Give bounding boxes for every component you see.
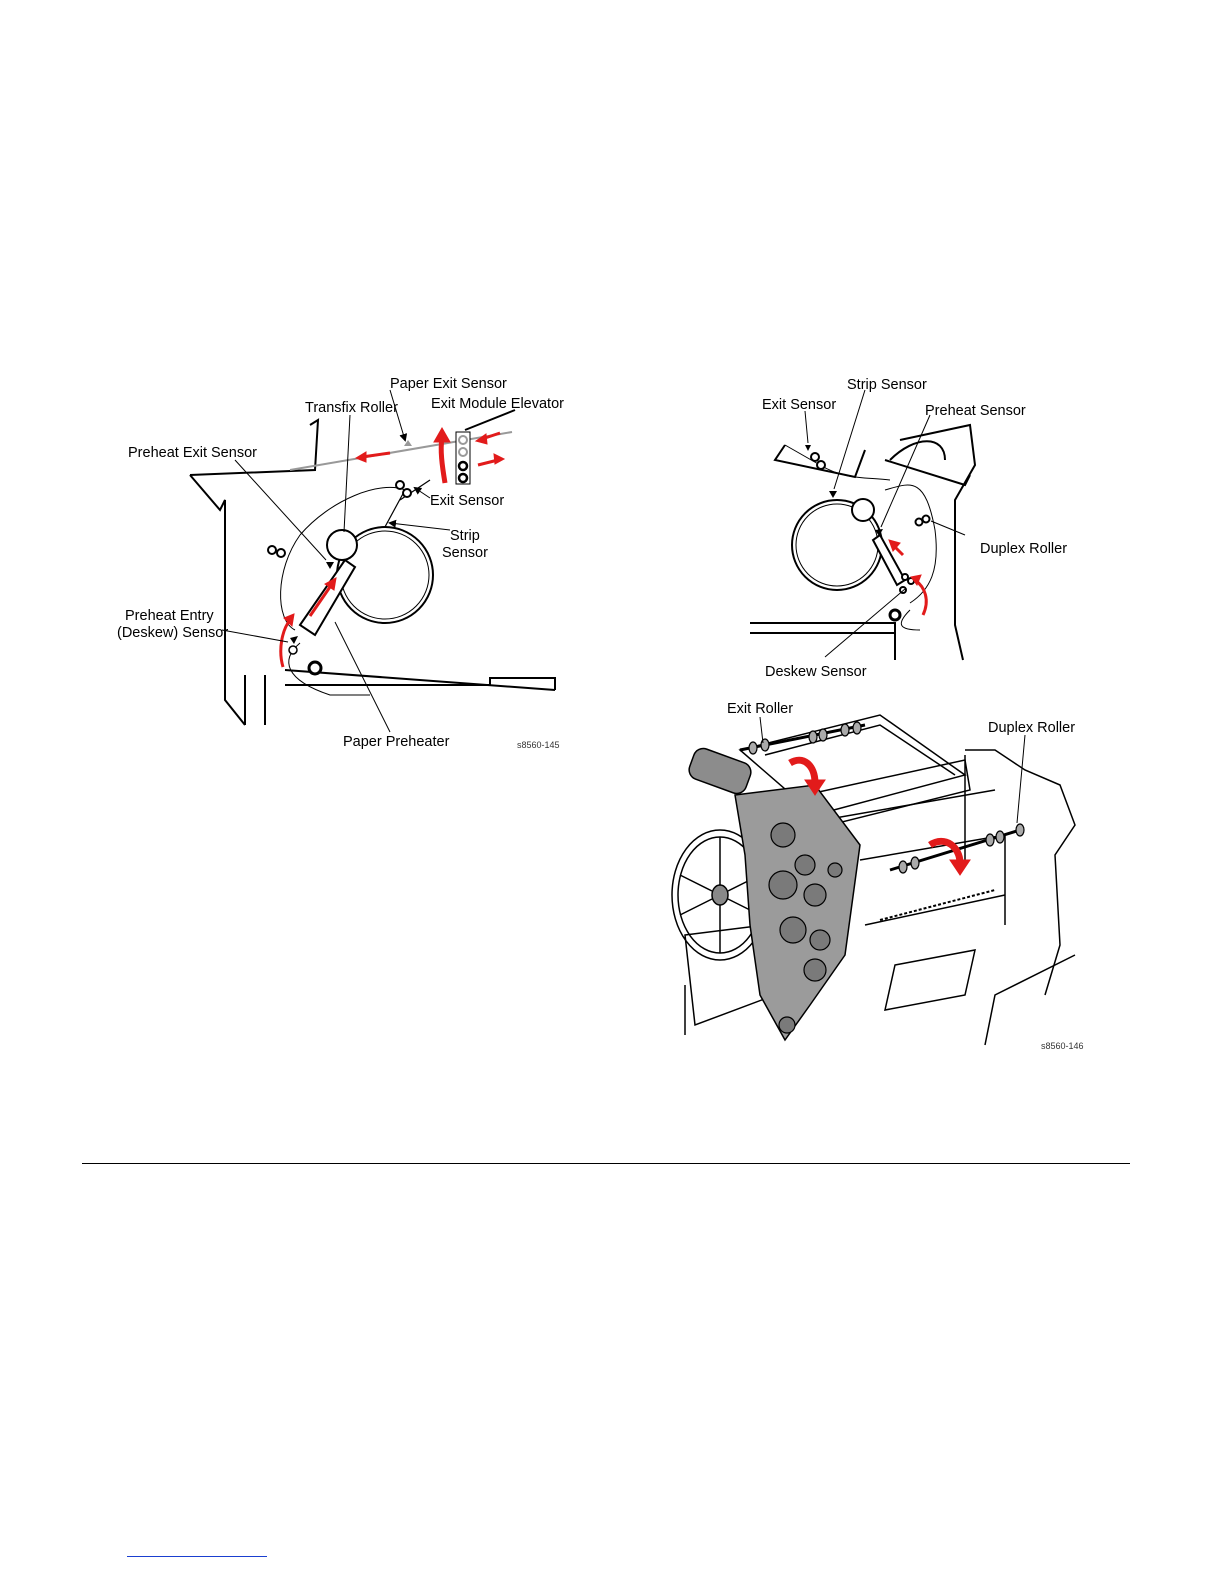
exit-module-elevator-rollers [456,432,470,484]
label-exit-sensor-right: Exit Sensor [762,397,836,413]
label-preheat-sensor: Preheat Sensor [925,403,1026,419]
paper-path-diagram-right-top: Strip Sensor Exit Sensor Preheat Sensor … [745,365,1075,685]
label-strip-sensor: Sensor [442,545,488,561]
footer-link-underline[interactable] [127,1556,267,1557]
label-deskew-sensor: (Deskew) Sensor [117,625,228,641]
label-duplex-roller-top: Duplex Roller [980,541,1067,557]
label-preheat-exit-sensor: Preheat Exit Sensor [128,445,257,461]
label-exit-sensor: Exit Sensor [430,493,504,509]
label-strip: Strip [450,528,480,544]
exit-roller-shaft [740,722,865,754]
label-transfix-roller: Transfix Roller [305,400,398,416]
label-paper-exit-sensor: Paper Exit Sensor [390,376,507,392]
paper-path-diagram-left: Paper Exit Sensor Transfix Roller Exit M… [100,360,570,760]
figure-id-left: s8560-145 [517,740,560,750]
label-deskew-sensor-right: Deskew Sensor [765,664,867,680]
label-strip-sensor-right: Strip Sensor [847,377,927,393]
label-duplex-roller-bottom: Duplex Roller [988,720,1075,736]
page-divider [82,1163,1130,1164]
transfix-roller-shape [327,530,357,560]
figure-id-right: s8560-146 [1041,1041,1084,1051]
transfix-roller-right [852,499,874,521]
label-exit-module-elevator: Exit Module Elevator [431,396,564,412]
label-exit-roller: Exit Roller [727,701,793,717]
exit-duplex-roller-illustration: Exit Roller Duplex Roller s8560-146 [665,695,1090,1055]
label-preheat-entry: Preheat Entry [125,608,214,624]
label-paper-preheater: Paper Preheater [343,734,450,750]
